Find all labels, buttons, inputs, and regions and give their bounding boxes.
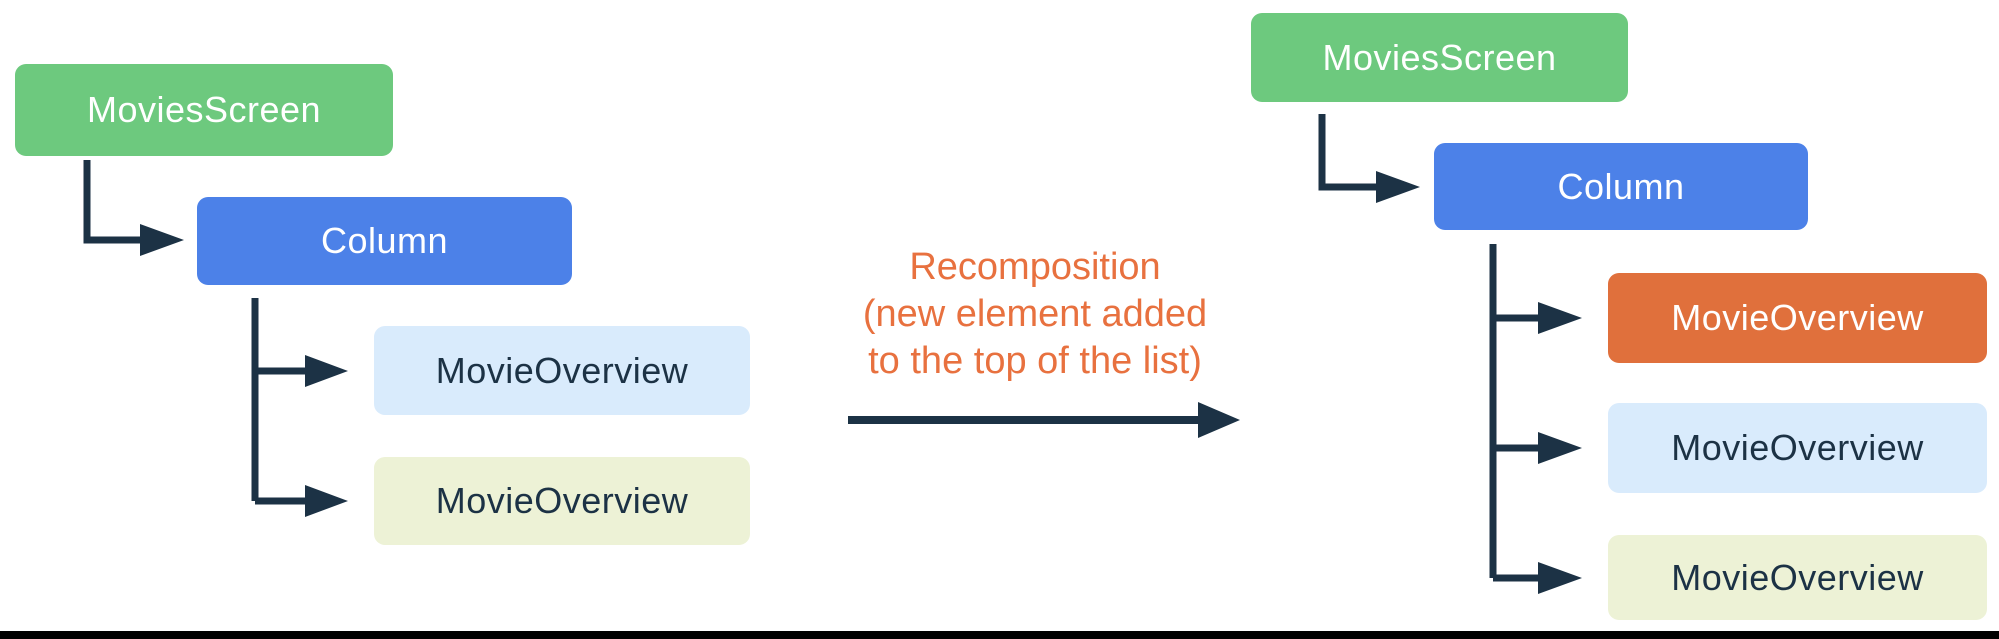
bottom-divider	[0, 631, 1999, 639]
left-node-movie-overview-1: MovieOverview	[374, 326, 750, 415]
left-node-movie-overview-2: MovieOverview	[374, 457, 750, 545]
caption-line-3: to the top of the list)	[868, 340, 1202, 382]
caption-line-1: Recomposition	[909, 246, 1161, 288]
right-node-movie-overview-2: MovieOverview	[1608, 535, 1987, 620]
right-parent-arrowhead-icon	[1376, 171, 1420, 203]
left-parent-elbow-line	[83, 160, 141, 244]
right-node-movie-overview-1: MovieOverview	[1608, 403, 1987, 493]
right-node-column: Column	[1434, 143, 1808, 230]
left-branch-1-arrowhead-icon	[305, 355, 348, 387]
recomposition-caption: Recomposition (new element added to the …	[825, 244, 1245, 385]
left-parent-arrowhead-icon	[140, 224, 184, 256]
right-node-movies-screen: MoviesScreen	[1251, 13, 1628, 102]
right-branch-3-arrowhead-icon	[1538, 562, 1582, 594]
left-node-movies-screen: MoviesScreen	[15, 64, 393, 156]
caption-line-2: (new element added	[862, 293, 1208, 335]
right-parent-elbow-line	[1318, 114, 1377, 191]
left-node-column: Column	[197, 197, 572, 285]
right-branch-2-arrowhead-icon	[1538, 432, 1582, 464]
right-node-movie-overview-new: MovieOverview	[1608, 273, 1987, 363]
left-branch-2-arrowhead-icon	[305, 485, 348, 517]
recomposition-arrowhead-icon	[1198, 402, 1240, 438]
right-branch-1-arrowhead-icon	[1538, 302, 1582, 334]
